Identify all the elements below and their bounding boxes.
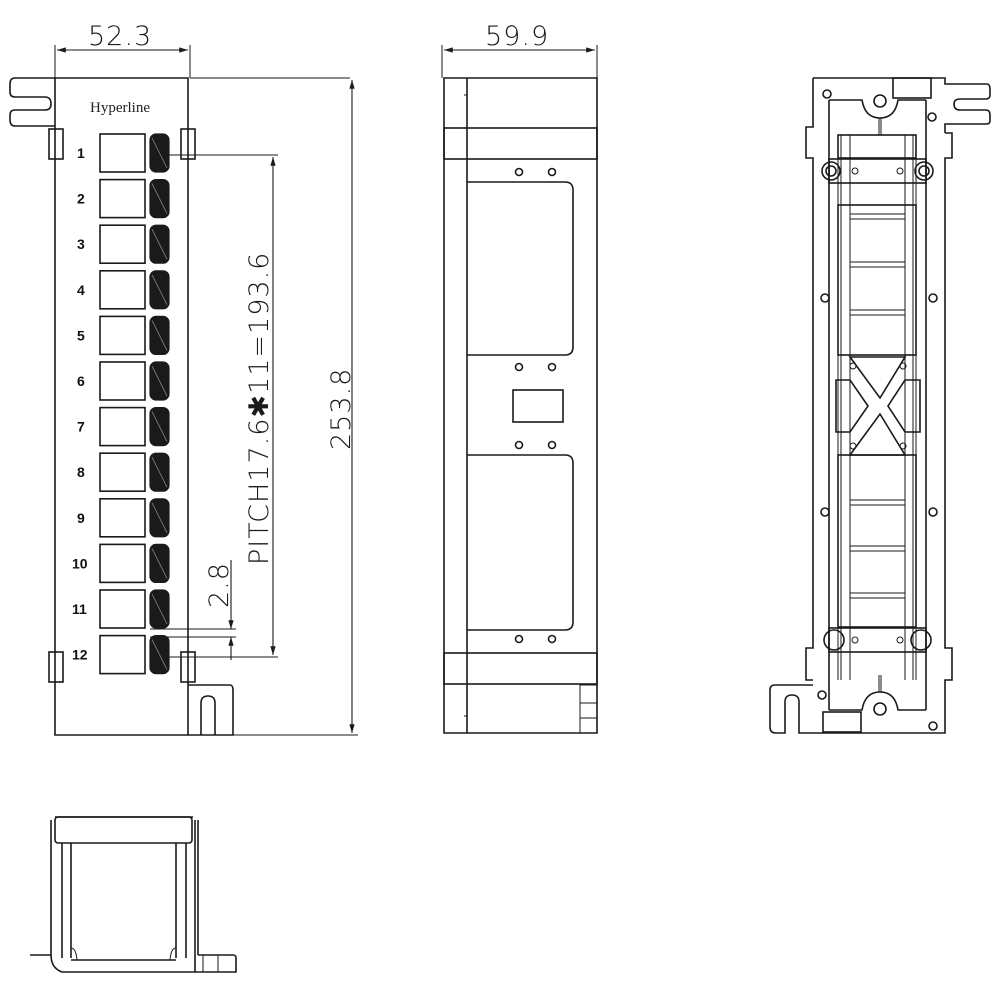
port-opening — [99, 589, 146, 629]
port-opening — [99, 224, 146, 264]
port-number: 8 — [77, 464, 85, 480]
port-number: 5 — [77, 327, 85, 343]
port-opening — [99, 497, 146, 538]
rear-view — [769, 77, 991, 734]
dimension-side-depth: 59.9 — [485, 21, 549, 52]
port-row: 1 — [77, 133, 170, 173]
port-number: 9 — [77, 510, 85, 526]
dimension-pitch: PITCH17.6✱11=193.6 — [244, 252, 275, 565]
port-opening — [99, 133, 146, 173]
port-opening — [99, 361, 146, 401]
port-number: 12 — [72, 647, 88, 663]
port-row: 9 — [77, 497, 170, 538]
dimension-gap: 2.8 — [204, 562, 235, 608]
port-row: 3 — [77, 224, 170, 264]
port-row: 6 — [77, 361, 170, 401]
port-opening — [99, 178, 146, 219]
port-number: 11 — [72, 601, 87, 617]
port-row: 12 — [72, 634, 170, 675]
port-opening — [99, 452, 146, 493]
side-view: 59.9 — [441, 21, 598, 734]
brand-label: Hyperline — [90, 100, 150, 116]
port-opening — [99, 269, 146, 310]
port-row: 7 — [77, 406, 170, 447]
port-opening — [99, 634, 146, 675]
port-opening — [99, 315, 146, 356]
port-number: 7 — [77, 419, 85, 435]
port-number: 2 — [77, 191, 85, 207]
port-row: 4 — [77, 269, 170, 310]
port-row: 2 — [77, 178, 170, 219]
port-number: 1 — [77, 145, 85, 161]
port-opening — [99, 543, 146, 584]
port-row: 11 — [72, 589, 170, 629]
bottom-view — [30, 816, 237, 973]
port-number: 3 — [77, 236, 85, 252]
port-row: 8 — [77, 452, 170, 493]
port-row: 10 — [72, 543, 170, 584]
port-number: 6 — [77, 373, 85, 389]
port-number: 10 — [72, 555, 88, 571]
port-number: 4 — [77, 282, 85, 298]
dimension-front-width: 52.3 — [88, 21, 152, 52]
port-row: 5 — [77, 315, 170, 356]
dimension-total-height: 253.8 — [326, 368, 357, 450]
port-opening — [99, 406, 146, 447]
